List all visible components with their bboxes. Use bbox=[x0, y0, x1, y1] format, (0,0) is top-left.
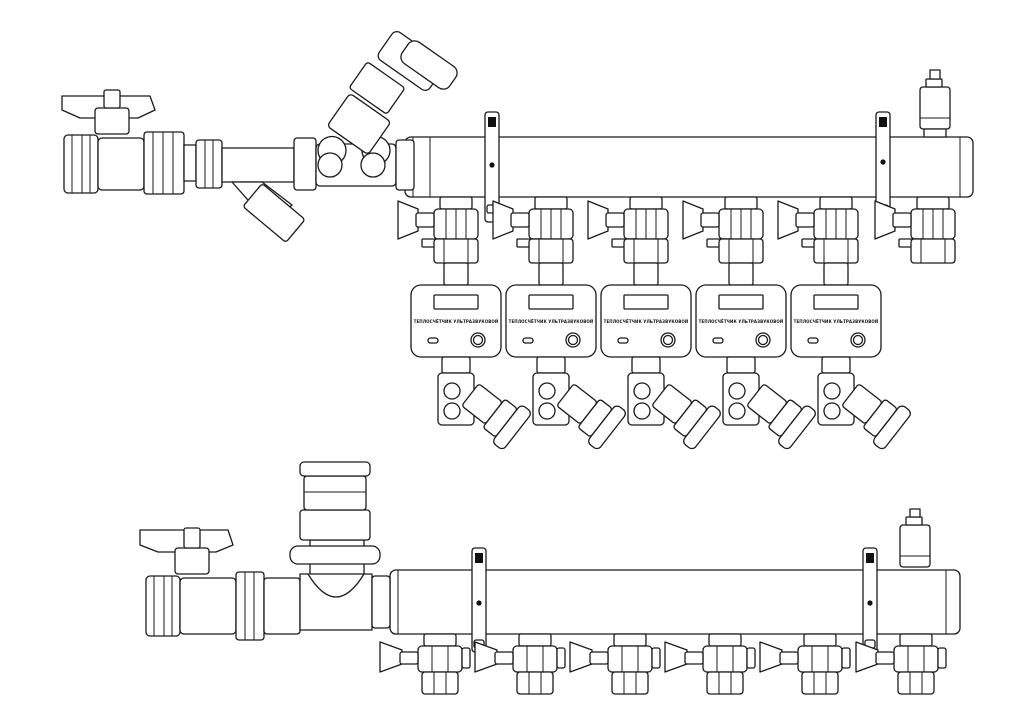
bottom-bracket-right bbox=[862, 547, 878, 653]
top-outlet-valve-4 bbox=[682, 196, 764, 264]
bottom-outlet-valve-5 bbox=[759, 633, 851, 695]
top-inlet-ball-valve bbox=[61, 89, 197, 195]
balancing-valve-1 bbox=[437, 356, 531, 450]
meter-label: ТЕПЛОСЧЁТЧИК УЛЬТРАЗВУКОВОЙ bbox=[414, 319, 499, 324]
bottom-outlet-valve-3 bbox=[569, 633, 661, 695]
top-air-vent bbox=[919, 69, 951, 138]
top-outlet-stub-2 bbox=[538, 262, 564, 286]
bottom-outlet-valve-6 bbox=[855, 633, 947, 695]
top-outlet-valve-3 bbox=[587, 196, 669, 264]
balancing-valve-5 bbox=[817, 356, 911, 450]
heat-meter-3: ТЕПЛОСЧЁТЧИК УЛЬТРАЗВУКОВОЙ bbox=[600, 284, 692, 358]
bottom-manifold-assembly bbox=[139, 461, 961, 695]
heat-meter-1: ТЕПЛОСЧЁТЧИК УЛЬТРАЗВУКОВОЙ bbox=[410, 284, 502, 358]
meter-label: ТЕПЛОСЧЁТЧИК УЛЬТРАЗВУКОВОЙ bbox=[509, 319, 594, 324]
bottom-air-vent bbox=[899, 508, 931, 568]
bottom-outlet-valve-2 bbox=[474, 633, 566, 695]
meter-label: ТЕПЛОСЧЁТЧИК УЛЬТРАЗВУКОВОЙ bbox=[604, 319, 689, 324]
heat-meter-2: ТЕПЛОСЧЁТЧИК УЛЬТРАЗВУКОВОЙ bbox=[505, 284, 597, 358]
top-outlet-valve-6 bbox=[874, 196, 956, 264]
bottom-bracket-left bbox=[471, 547, 487, 653]
balancing-valve-3 bbox=[627, 356, 721, 450]
top-balancing-valve bbox=[315, 30, 458, 191]
heat-meter-4: ТЕПЛОСЧЁТЧИК УЛЬТРАЗВУКОВОЙ bbox=[695, 284, 787, 358]
meter-label: ТЕПЛОСЧЁТЧИК УЛЬТРАЗВУКОВОЙ bbox=[699, 319, 784, 324]
top-outlet-valve-1 bbox=[397, 196, 479, 264]
top-outlet-stub-1 bbox=[443, 262, 469, 286]
top-manifold-assembly: ТЕПЛОСЧЁТЧИК УЛЬТРАЗВУКОВОЙ ТЕПЛОСЧЁТЧИК … bbox=[61, 30, 974, 450]
top-outlet-stub-5 bbox=[823, 262, 849, 286]
top-outlets: ТЕПЛОСЧЁТЧИК УЛЬТРАЗВУКОВОЙ ТЕПЛОСЧЁТЧИК … bbox=[397, 196, 956, 450]
bottom-control-valve bbox=[289, 461, 391, 631]
top-outlet-stub-4 bbox=[728, 262, 754, 286]
bottom-outlet-valve-4 bbox=[664, 633, 756, 695]
top-outlet-valve-5 bbox=[777, 196, 859, 264]
balancing-valve-2 bbox=[532, 356, 626, 450]
top-outlet-stub-3 bbox=[633, 262, 659, 286]
balancing-valve-4 bbox=[722, 356, 816, 450]
heat-meter-5: ТЕПЛОСЧЁТЧИК УЛЬТРАЗВУКОВОЙ bbox=[790, 284, 882, 358]
bottom-inlet-ball-valve bbox=[139, 527, 301, 641]
bottom-outlet-valve-1 bbox=[379, 633, 471, 695]
bottom-outlets bbox=[379, 633, 947, 695]
meter-label: ТЕПЛОСЧЁТЧИК УЛЬТРАЗВУКОВОЙ bbox=[794, 319, 879, 324]
top-strainer bbox=[195, 137, 317, 242]
top-outlet-valve-2 bbox=[492, 196, 574, 264]
